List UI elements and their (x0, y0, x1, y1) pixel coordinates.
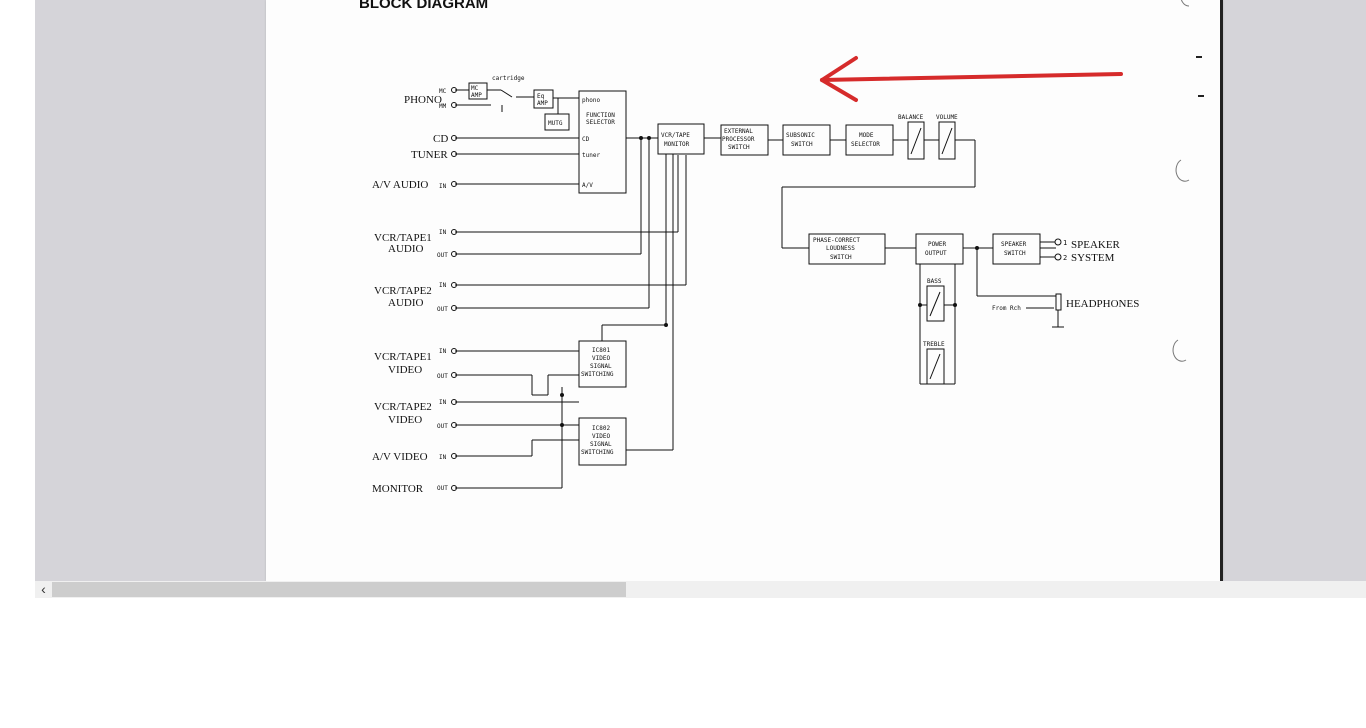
speaker-1: 1 (1063, 239, 1067, 247)
in-label: IN (439, 282, 447, 289)
cartridge-label: cartridge (492, 75, 525, 82)
out-label: OUT (437, 373, 448, 380)
in-label: IN (439, 229, 447, 236)
ic801-switching: SWITCHING (581, 371, 614, 378)
power-sub: OUTPUT (925, 250, 947, 257)
page-heading: BLOCK DIAGRAM (359, 0, 488, 12)
subsonic-sub: SWITCH (791, 141, 813, 148)
mc-amp-label: MC (471, 85, 479, 92)
in-label: IN (439, 399, 447, 406)
speaker-switch-label: SPEAKER (1001, 241, 1027, 248)
speaker-2: 2 (1063, 254, 1067, 262)
vcr1-audio-sub: AUDIO (388, 243, 423, 255)
cd-label: CD (433, 133, 448, 145)
av-audio-label: A/V AUDIO (372, 179, 428, 191)
vcr1-video-sub: VIDEO (388, 364, 422, 376)
speaker-switch-sub: SWITCH (1004, 250, 1026, 257)
mode-sub: SELECTOR (851, 141, 880, 148)
fs-tuner: tuner (582, 152, 600, 159)
mc-amp-sub: AMP (471, 92, 482, 99)
av-video-label: A/V VIDEO (372, 451, 428, 463)
speaker-system-label: SPEAKER (1071, 239, 1121, 251)
scroll-left-icon[interactable]: ‹ (41, 581, 46, 597)
vcr2-audio-label: VCR/TAPE2 (374, 285, 432, 297)
document-viewer: BLOCK DIAGRAM PHONO MC MM cartridge CD T… (35, 0, 1366, 581)
phase-sub: LOUDNESS (826, 245, 855, 252)
fs-cd: CD (582, 136, 590, 143)
ic801-signal: SIGNAL (590, 363, 612, 370)
vcr-monitor-sub: MONITOR (664, 141, 690, 148)
treble-label: TREBLE (923, 341, 945, 348)
ext-proc-sub: PROCESSOR (722, 136, 755, 143)
ic801-label: IC801 (592, 347, 610, 354)
annotation-arrow (820, 56, 1123, 102)
monitor-label: MONITOR (372, 483, 424, 495)
phono-label: PHONO (404, 94, 442, 106)
fs-title: FUNCTION (586, 112, 615, 119)
scrollbar-thumb[interactable] (52, 582, 626, 597)
power-label: POWER (928, 241, 946, 248)
from-rch-label: From Rch (992, 305, 1021, 312)
vcr2-video-sub: VIDEO (388, 414, 422, 426)
muting-label: MUTG (548, 120, 563, 127)
bass-label: BASS (927, 278, 942, 285)
out-label: OUT (437, 306, 448, 313)
tuner-label: TUNER (411, 149, 448, 161)
speaker-system-sub: SYSTEM (1071, 252, 1115, 264)
in-label: IN (439, 454, 447, 461)
subsonic-label: SUBSONIC (786, 132, 815, 139)
balance-label: BALANCE (898, 114, 924, 121)
ext-proc-switch: SWITCH (728, 144, 750, 151)
mc-label: MC (439, 88, 447, 95)
document-page: BLOCK DIAGRAM PHONO MC MM cartridge CD T… (266, 0, 1223, 581)
ic802-switching: SWITCHING (581, 449, 614, 456)
vcr2-audio-sub: AUDIO (388, 297, 423, 309)
eq-amp-sub: AMP (537, 100, 548, 107)
vcr1-audio-label: VCR/TAPE1 (374, 232, 432, 244)
out-label: OUT (437, 485, 448, 492)
vcr1-video-label: VCR/TAPE1 (374, 351, 432, 363)
volume-label: VOLUME (936, 114, 958, 121)
fs-phono: phono (582, 97, 600, 104)
ic802-signal: SIGNAL (590, 441, 612, 448)
in-label: IN (439, 348, 447, 355)
vcr-monitor-label: VCR/TAPE (661, 132, 690, 139)
mm-label: MM (439, 103, 447, 110)
headphones-label: HEADPHONES (1066, 298, 1139, 310)
block-diagram: BLOCK DIAGRAM PHONO MC MM cartridge CD T… (359, 0, 1223, 581)
mode-label: MODE (859, 132, 874, 139)
out-label: OUT (437, 423, 448, 430)
phase-switch: SWITCH (830, 254, 852, 261)
fs-title-sub: SELECTOR (586, 119, 615, 126)
eq-amp-label: Eq (537, 93, 545, 100)
ext-proc-label: EXTERNAL (724, 128, 753, 135)
phase-label: PHASE-CORRECT (813, 237, 860, 244)
ic802-label: IC802 (592, 425, 610, 432)
out-label: OUT (437, 252, 448, 259)
in-label: IN (439, 183, 447, 190)
fs-av: A/V (582, 182, 593, 189)
ic801-video: VIDEO (592, 355, 610, 362)
ic802-video: VIDEO (592, 433, 610, 440)
vcr2-video-label: VCR/TAPE2 (374, 401, 432, 413)
horizontal-scrollbar[interactable]: ‹ (35, 581, 1366, 598)
